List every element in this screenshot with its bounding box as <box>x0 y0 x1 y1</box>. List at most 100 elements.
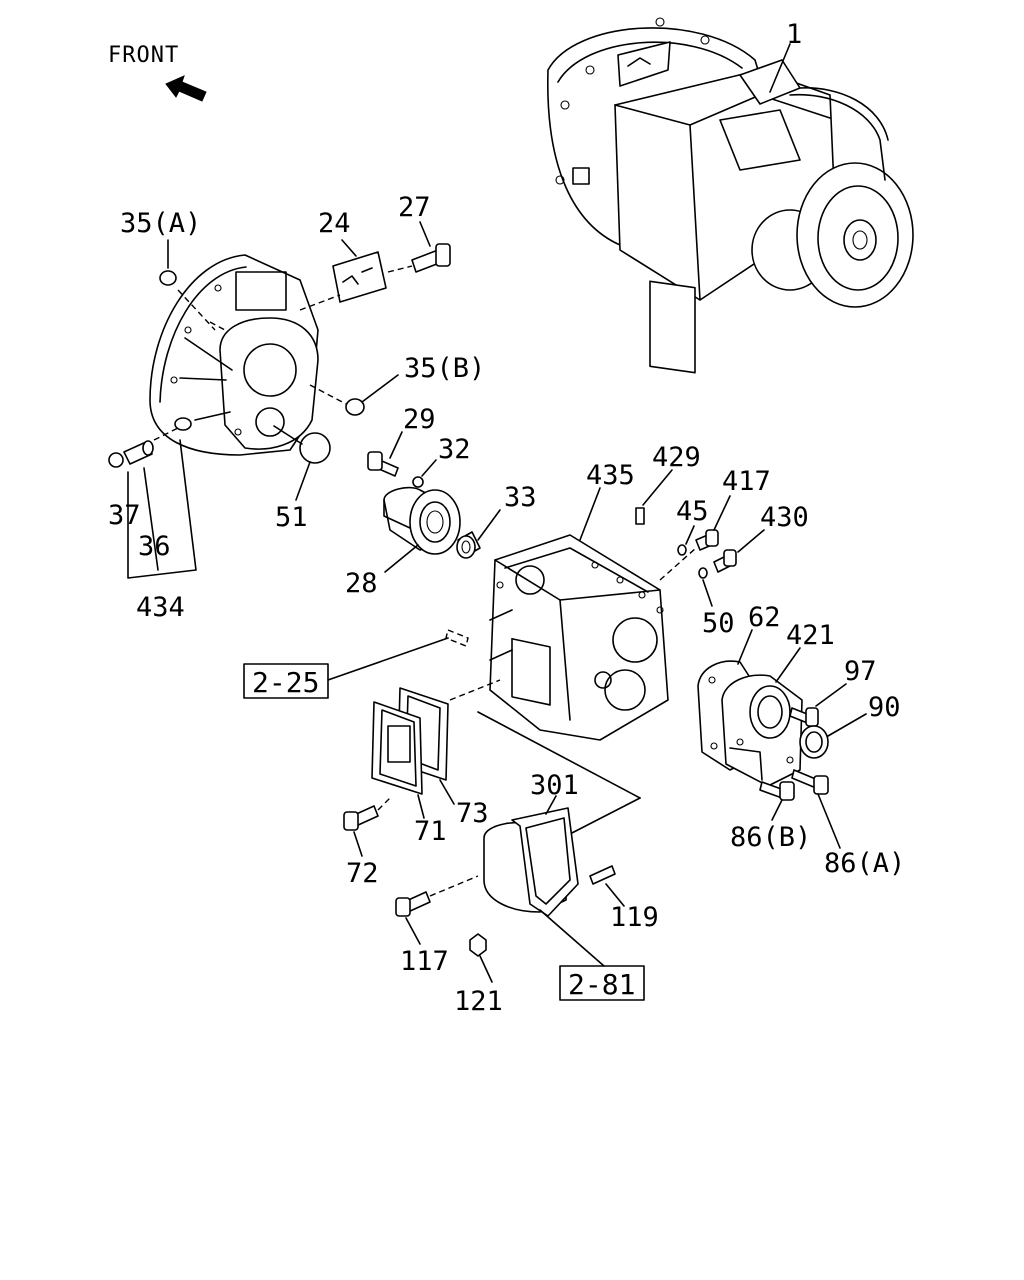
bracket-434 <box>127 439 197 579</box>
front-arrow-icon <box>165 75 207 102</box>
leader-435 <box>579 487 601 541</box>
part-86a-bolt <box>791 769 829 795</box>
leader-90 <box>827 713 867 737</box>
leader-86b <box>771 799 783 821</box>
callout-37: 37 <box>108 500 141 531</box>
leader-dash-36 <box>153 427 179 441</box>
callout-27: 27 <box>398 192 431 223</box>
callout-45: 45 <box>676 496 709 527</box>
leader-62 <box>737 629 753 665</box>
ref-box-2-25[interactable] <box>243 663 329 699</box>
callout-121: 121 <box>454 986 503 1017</box>
leader-dash-117 <box>429 875 479 897</box>
part-71-cover <box>371 701 423 795</box>
part-51 <box>299 432 331 464</box>
leader-27 <box>419 221 431 247</box>
part-435-case <box>489 534 669 741</box>
callout-33: 33 <box>504 482 537 513</box>
callout-36: 36 <box>138 531 171 562</box>
leader-71 <box>417 794 425 819</box>
part-27-bolt <box>411 243 451 273</box>
part-121-nut <box>469 933 487 957</box>
part-35b <box>345 398 365 416</box>
leader-dash-35b <box>309 384 347 405</box>
front-label: FRONT <box>108 43 179 68</box>
leader-dash-72 <box>377 797 391 811</box>
leader-86a <box>817 793 841 849</box>
ref-2-25[interactable]: 2-25 <box>252 666 319 699</box>
ref-box-2-81[interactable] <box>559 965 645 1001</box>
callout-35a: 35(A) <box>120 208 201 239</box>
leader-51 <box>295 461 311 501</box>
leader-430 <box>737 529 765 553</box>
callout-62: 62 <box>748 602 781 633</box>
leader-421 <box>775 647 801 683</box>
callout-51: 51 <box>275 502 308 533</box>
part-417-plug <box>695 529 719 551</box>
leader-429 <box>642 469 673 506</box>
leader-dash-35a <box>209 321 226 331</box>
part-2-25-dashed <box>445 629 469 647</box>
part-117-bolt <box>395 891 431 917</box>
callout-1: 1 <box>786 19 802 50</box>
callout-301: 301 <box>530 770 579 801</box>
leader-28 <box>384 544 419 573</box>
callout-24: 24 <box>318 208 351 239</box>
leader-32 <box>421 459 437 477</box>
leader-417 <box>713 495 731 531</box>
leader-33 <box>477 509 501 541</box>
part-301-cover <box>483 807 579 917</box>
callout-430: 430 <box>760 502 809 533</box>
leader-73 <box>439 779 455 805</box>
part-429-pin <box>635 507 645 525</box>
callout-86b: 86(B) <box>730 822 811 853</box>
callout-50: 50 <box>702 608 735 639</box>
leader-2-25 <box>327 637 449 681</box>
leader-97 <box>815 683 847 707</box>
part-90-seal <box>799 725 829 759</box>
leader-dash-24 <box>299 294 341 311</box>
part-72-bolt <box>343 805 379 831</box>
part-119-stud <box>589 865 616 885</box>
part-45-oring <box>677 544 687 556</box>
leader-24 <box>341 239 357 257</box>
part-29-bolt <box>367 451 399 477</box>
callout-435: 435 <box>586 460 635 491</box>
leader-50 <box>702 579 713 607</box>
leader-case-301-a <box>477 711 641 799</box>
part-36-dowel <box>123 440 154 465</box>
leader-301 <box>545 795 557 815</box>
part-35a <box>159 270 177 286</box>
callout-119: 119 <box>610 902 659 933</box>
part-421-housing <box>721 674 803 787</box>
leader-dash-417 <box>659 547 697 581</box>
leader-121 <box>479 955 493 983</box>
part-33-seal <box>456 531 481 559</box>
part-86b-bolt <box>759 781 795 801</box>
leader-36 <box>143 467 159 571</box>
leader-case-301-b <box>567 797 641 836</box>
part-24-plate <box>332 251 387 303</box>
leader-dash-27 <box>387 265 413 273</box>
leader-117 <box>405 917 421 945</box>
callout-97: 97 <box>844 656 877 687</box>
leader-dash-35a-b <box>177 289 216 331</box>
callout-421: 421 <box>786 620 835 651</box>
callout-117: 117 <box>400 946 449 977</box>
leader-72 <box>353 831 363 857</box>
part-430-plug <box>713 549 737 573</box>
callout-71: 71 <box>414 816 447 847</box>
leader-45 <box>685 525 695 545</box>
leader-119 <box>605 883 625 907</box>
callout-35b: 35(B) <box>404 353 485 384</box>
callout-72: 72 <box>346 858 379 889</box>
part-28-retainer <box>383 486 461 555</box>
callout-417: 417 <box>722 466 771 497</box>
leader-51-b <box>273 425 303 445</box>
ref-2-81[interactable]: 2-81 <box>568 968 635 1001</box>
leader-29 <box>389 431 403 459</box>
callout-29: 29 <box>403 404 436 435</box>
callout-90: 90 <box>868 692 901 723</box>
